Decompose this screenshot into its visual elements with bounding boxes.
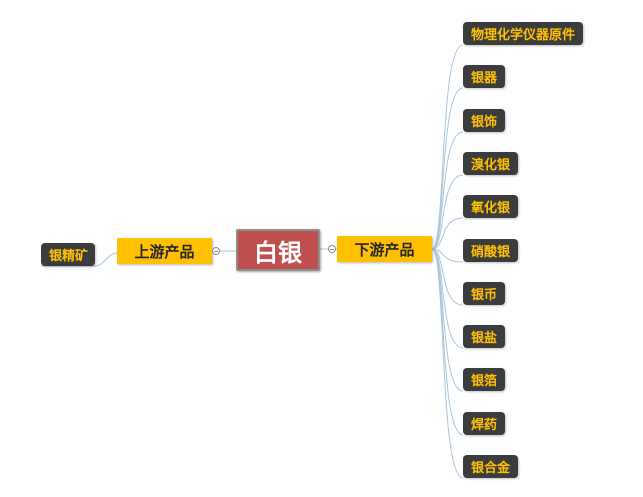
downstream-item[interactable]: 溴化银 [463,152,519,175]
downstream-item-label: 银合金 [471,461,511,476]
connector-downstream-item [431,87,464,250]
downstream-branch-label: 下游产品 [354,240,415,259]
connector-downstream-item [431,174,464,250]
connector-downstream-item [431,217,464,250]
downstream-item-label: 物理化学仪器原件 [471,28,576,43]
downstream-item-label: 硝酸银 [471,245,511,260]
upstream-branch[interactable]: 上游产品 [117,238,212,264]
central-topic[interactable]: 白银 [236,229,320,271]
connector-downstream-item [431,248,464,479]
connector-downstream-item [431,248,464,436]
downstream-item[interactable]: 硝酸银 [463,239,519,262]
collapse-toggle-downstream[interactable] [328,245,336,253]
downstream-item[interactable]: 银币 [463,282,506,305]
downstream-item-label: 银饰 [471,115,498,130]
connector-downstream-item [431,248,464,349]
connector-downstream-item [431,248,464,263]
downstream-item[interactable]: 银合金 [463,455,519,478]
central-topic-label: 白银 [254,238,302,267]
downstream-item[interactable]: 银器 [463,65,506,88]
upstream-item[interactable]: 银精矿 [41,243,95,266]
collapse-toggle-upstream[interactable] [212,247,220,255]
downstream-item[interactable]: 银箔 [463,368,506,391]
connector-downstream-item [431,131,464,250]
connector-downstream-item [431,248,464,306]
downstream-item-label: 银器 [471,71,498,86]
downstream-item-label: 银币 [471,288,498,303]
downstream-item-label: 溴化银 [471,158,511,173]
downstream-item-label: 银盐 [471,331,498,346]
downstream-item[interactable]: 氧化银 [463,195,519,218]
downstream-item[interactable]: 银饰 [463,109,506,132]
downstream-item[interactable]: 焊药 [463,412,506,435]
downstream-item[interactable]: 物理化学仪器原件 [463,22,584,45]
downstream-item[interactable]: 银盐 [463,325,506,348]
downstream-branch[interactable]: 下游产品 [337,236,432,262]
upstream-item-label: 银精矿 [49,249,89,264]
upstream-branch-label: 上游产品 [134,242,195,261]
downstream-item-label: 焊药 [471,418,498,433]
downstream-item-label: 氧化银 [471,201,511,216]
downstream-item-label: 银箔 [471,374,498,389]
connector-upstream-item [41,252,118,267]
